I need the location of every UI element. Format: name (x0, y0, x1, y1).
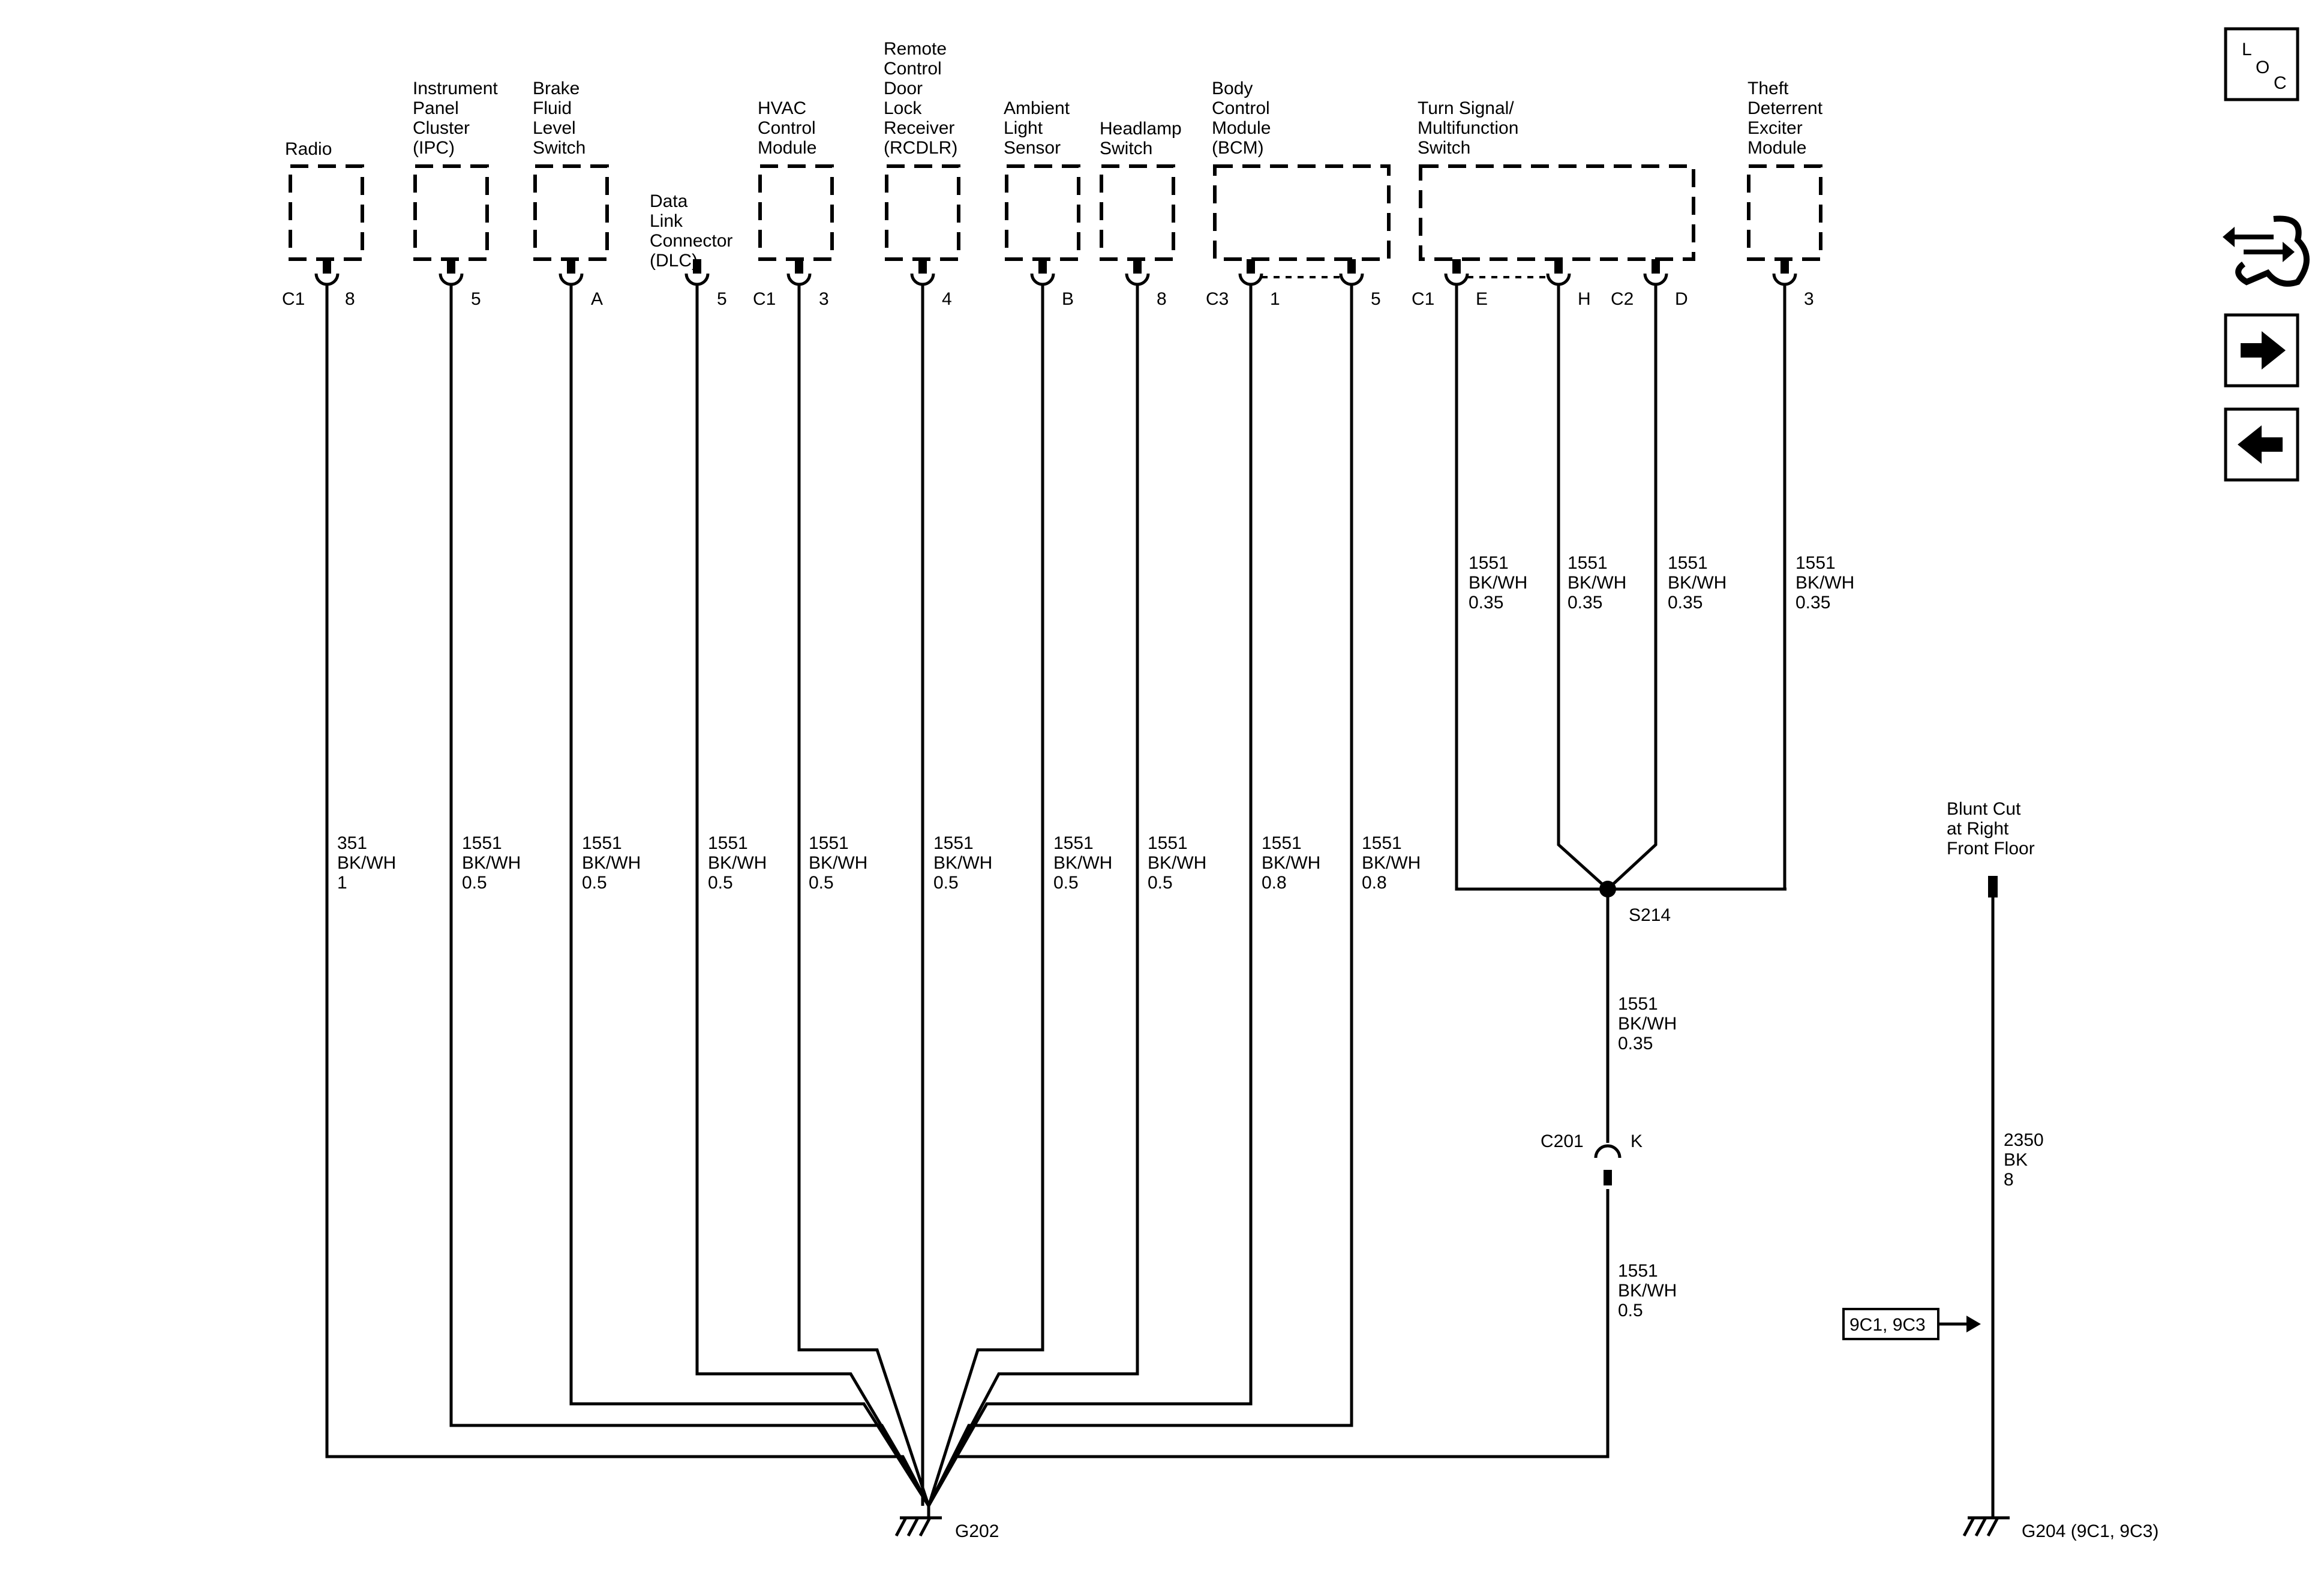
connector-view-icon[interactable] (2223, 215, 2310, 287)
wire-label-radio: 351 BK/WH 1 (337, 833, 401, 893)
next-page-button[interactable] (2224, 313, 2299, 388)
terminal-symbols (314, 259, 1797, 286)
previous-page-button[interactable] (2224, 407, 2299, 482)
rcdlr-box (885, 164, 960, 261)
option-reference-tag: 9C1, 9C3 (1842, 1308, 1981, 1340)
ipc-label: Instrument Panel Cluster (IPC) (413, 79, 503, 158)
option-reference-text: 9C1, 9C3 (1849, 1315, 1926, 1335)
blunt-cut-label: Blunt Cut at Right Front Floor (1947, 799, 2035, 858)
wire-label-ambient: 1551 BK/WH 0.5 (1053, 833, 1118, 893)
hvac-connector-label: C1 (753, 289, 776, 309)
loc-letter-o: O (2256, 58, 2269, 77)
blunt-cut-terminal (1988, 876, 1998, 897)
turn-pin-e-label: E (1476, 289, 1488, 309)
s214-splice-dot (1599, 881, 1616, 897)
wire-label-dlc: 1551 BK/WH 0.5 (708, 833, 772, 893)
ambient-light-label: Ambient Light Sensor (1004, 98, 1074, 158)
ipc-box (413, 164, 489, 261)
wire-label-turn-h: 1551 BK/WH 0.35 (1568, 553, 1632, 613)
turn-pin-h-label: H (1578, 289, 1591, 309)
bcm-pin1-label: 1 (1270, 289, 1280, 309)
c201-label: C201 (1541, 1131, 1584, 1151)
radio-connector-label: C1 (282, 289, 305, 309)
s214-label: S214 (1629, 905, 1671, 925)
ambient-light-box (1005, 164, 1080, 261)
wire-label-brake: 1551 BK/WH 0.5 (582, 833, 646, 893)
ambient-pin-label: B (1062, 289, 1074, 309)
brake-fluid-box (533, 164, 609, 261)
brake-pin-label: A (591, 289, 603, 309)
rcdlr-label: Remote Control Door Lock Receiver (RCDLR… (884, 39, 960, 158)
g204-label: G204 (9C1, 9C3) (2022, 1521, 2158, 1541)
wire-labels: 351 BK/WH 1 1551 BK/WH 0.5 1551 BK/WH 0.… (337, 553, 2049, 1320)
hvac-box (758, 164, 834, 261)
radio-box (289, 164, 364, 261)
s214-wires (1455, 284, 1786, 1143)
wire-label-bcm1: 1551 BK/WH 0.8 (1262, 833, 1326, 893)
hvac-pin-label: 3 (819, 289, 829, 309)
arrow-left-icon (2238, 425, 2283, 464)
g202-label: G202 (955, 1521, 999, 1541)
wire-label-c201-out: 1551 BK/WH 0.5 (1618, 1261, 1682, 1320)
g202-ground-symbol (894, 1506, 942, 1537)
turn-connector2-label: C2 (1611, 289, 1634, 309)
wire-label-theft: 1551 BK/WH 0.35 (1795, 553, 1860, 613)
wire-label-blunt: 2350 BK 8 (2004, 1130, 2049, 1190)
theft-deterrent-box (1747, 164, 1822, 261)
wire-label-turn-d: 1551 BK/WH 0.35 (1668, 553, 1732, 613)
rcdlr-pin-label: 4 (942, 289, 952, 309)
wire-label-ipc: 1551 BK/WH 0.5 (462, 833, 526, 893)
ipc-pin-label: 5 (471, 289, 481, 309)
c201-connector-symbol (1594, 1144, 1622, 1185)
dlc-pin-label: 5 (717, 289, 727, 309)
g204-ground-symbol (1962, 1516, 2010, 1537)
bcm-label: Body Control Module (BCM) (1212, 79, 1276, 158)
wire-label-splice-out: 1551 BK/WH 0.35 (1618, 994, 1682, 1053)
headlamp-pin-label: 8 (1157, 289, 1167, 309)
turn-connector1-label: C1 (1412, 289, 1434, 309)
turn-pin-d-label: D (1675, 289, 1688, 309)
turn-signal-label: Turn Signal/ Multifunction Switch (1418, 98, 1524, 158)
theft-pin-label: 3 (1804, 289, 1814, 309)
loc-button[interactable]: L O C (2224, 27, 2299, 101)
c201-pin-label: K (1631, 1131, 1643, 1151)
loc-letter-l: L (2242, 40, 2252, 59)
pin-labels: C1 8 5 A 5 C1 3 4 B 8 C3 1 5 C1 E H C2 D… (282, 289, 1814, 309)
wire-label-rcdlr: 1551 BK/WH 0.5 (933, 833, 998, 893)
headlamp-label: Headlamp Switch (1100, 119, 1187, 158)
arrow-right-icon (2241, 331, 2286, 370)
wire-label-headlamp: 1551 BK/WH 0.5 (1148, 833, 1212, 893)
bcm-box (1213, 164, 1391, 261)
wire-label-turn-e: 1551 BK/WH 0.35 (1469, 553, 1533, 613)
wire-label-bcm5: 1551 BK/WH 0.8 (1362, 833, 1426, 893)
g202-wires (325, 284, 1610, 1507)
bcm-connector-label: C3 (1206, 289, 1229, 309)
radio-pin-label: 8 (345, 289, 355, 309)
turn-signal-box (1419, 164, 1695, 261)
headlamp-box (1100, 164, 1175, 261)
brake-fluid-label: Brake Fluid Level Switch (533, 79, 585, 158)
bcm-pin5-label: 5 (1371, 289, 1381, 309)
loc-letter-c: C (2274, 73, 2287, 93)
dlc-label: Data Link Connector (DLC) (650, 191, 738, 271)
theft-deterrent-label: Theft Deterrent Exciter Module (1747, 79, 1827, 158)
wire-label-hvac: 1551 BK/WH 0.5 (809, 833, 873, 893)
radio-label: Radio (285, 139, 332, 159)
hvac-label: HVAC Control Module (758, 98, 821, 158)
